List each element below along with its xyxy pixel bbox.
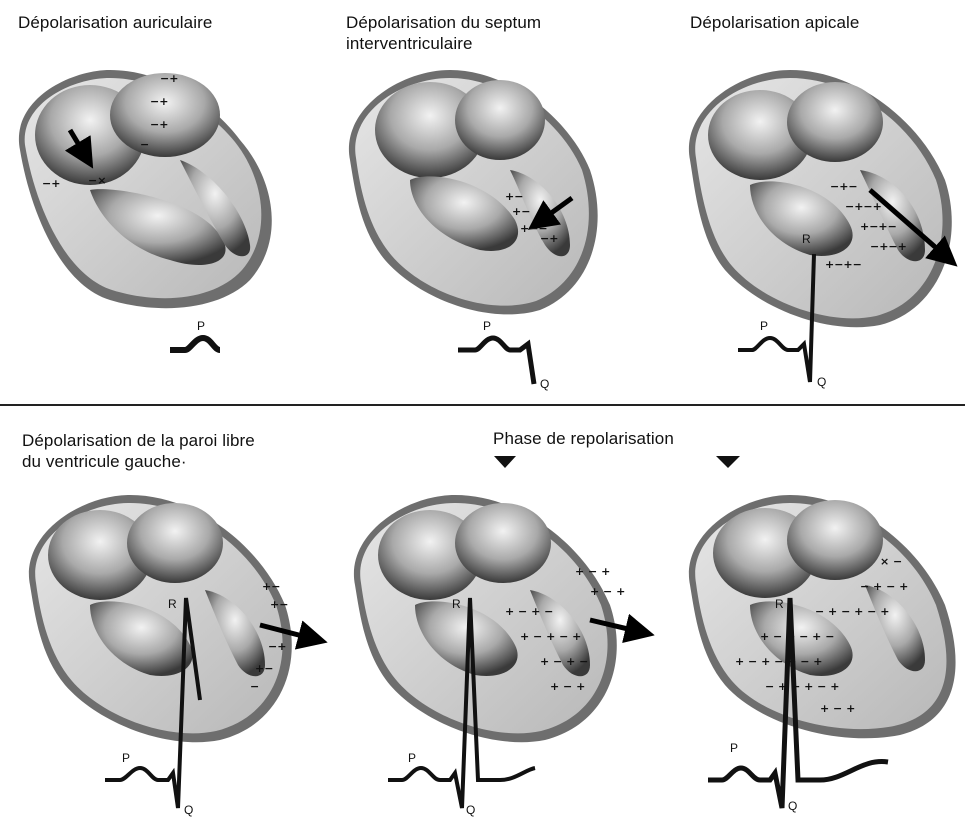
svg-text:− + − + − +: − + − + − + [815,605,889,618]
svg-text:+−: +− [270,598,288,611]
svg-text:+ − + − + − +: + − + − + − + [735,655,823,668]
svg-text:− + − +: − + − + [860,580,908,593]
svg-text:−+: −+ [150,118,168,131]
svg-text:+ − +: + − + [820,702,855,715]
label-p-1: P [197,319,205,333]
label-p-5: P [408,751,416,765]
svg-text:−: − [250,680,259,693]
svg-text:−+−+: −+−+ [845,200,882,213]
svg-text:+−+−: +−+− [860,220,897,233]
svg-text:−+−: −+− [830,180,858,193]
label-q-2: Q [540,377,549,391]
svg-text:+−: +− [262,580,280,593]
label-q-6: Q [788,799,797,813]
svg-text:× −: × − [880,555,902,568]
label-r-4: R [168,597,177,611]
svg-text:−×: −× [88,174,106,187]
heart-apical [689,70,952,327]
svg-text:− + − + − +: − + − + − + [765,680,839,693]
label-r-3: R [802,232,811,246]
svg-text:+−: +− [505,190,523,203]
ecg-trace-atrial [170,338,220,350]
svg-text:+ − +: + − + [590,585,625,598]
label-p-2: P [483,319,491,333]
heart-septal [349,70,598,314]
label-p-3: P [760,319,768,333]
svg-text:+−: +− [255,662,273,675]
svg-text:+ − +: + − + [550,680,585,693]
repolarization-arrow-right [716,456,740,468]
heart-repolarization-1 [354,495,645,742]
heart-free-wall [29,495,318,742]
label-q-5: Q [466,803,475,817]
label-p-6: P [730,741,738,755]
svg-text:+ − + − +: + − + − + [520,630,581,643]
svg-text:+ − + −: + − + − [505,605,553,618]
svg-text:−+: −+ [268,640,286,653]
label-q-3: Q [817,375,826,389]
label-q-4: Q [184,803,193,817]
svg-text:+−: +− [512,205,530,218]
svg-text:+ − + −: + − + − [540,655,588,668]
svg-text:−+: −+ [42,177,60,190]
svg-text:+−+−: +−+− [825,258,862,271]
label-r-5: R [452,597,461,611]
svg-text:−: − [140,138,149,151]
svg-text:+ − +: + − + [575,565,610,578]
label-p-4: P [122,751,130,765]
ecg-trace-septal [458,338,534,384]
label-r-6: R [775,597,784,611]
svg-text:−+−+: −+−+ [870,240,907,253]
svg-text:−+: −+ [160,72,178,85]
svg-text:−+: −+ [150,95,168,108]
svg-text:+ − + − + −: + − + − + − [760,630,834,643]
repolarization-arrow-left [494,456,516,468]
svg-text:−+: −+ [540,232,558,245]
